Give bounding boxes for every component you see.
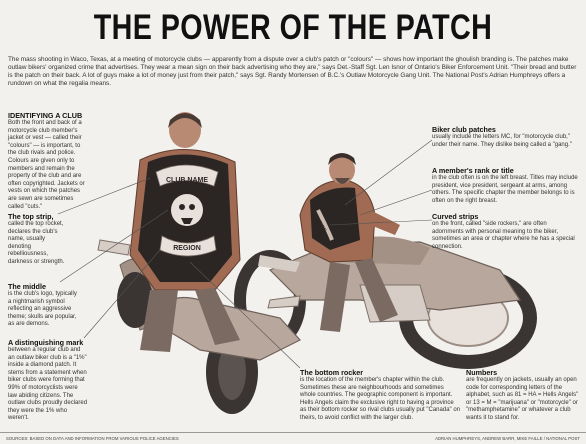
numbers-text: are frequently on jackets, usually an op… [466,377,579,421]
middle-heading: The middle [8,282,46,291]
footer: SOURCES: BASED ON DATA AND INFORMATION F… [0,432,586,444]
bottom-rocker-heading: The bottom rocker [300,368,364,377]
distinguishing-text: between a regular club and an outlaw bik… [8,347,88,422]
rank-heading: A member's rank or title [432,166,514,175]
intro-paragraph: The mass shooting in Waco, Texas, at a m… [8,56,577,88]
side-rocker-label: SIDE [316,220,327,234]
left-biker: CLUB NAME REGION [129,112,241,352]
biker-club-text: usually include the letters MC, for "mot… [432,134,572,148]
biker-club-heading: Biker club patches [432,125,496,134]
identifying-text: Both the front and back of a motorcycle … [8,120,85,210]
curved-text: on the front, called "side rockers," are… [432,221,575,250]
identifying-heading: IDENTIFYING A CLUB [8,111,83,120]
footer-sources: SOURCES: BASED ON DATA AND INFORMATION F… [6,436,179,441]
distinguishing-heading: A distinguishing mark [8,338,84,347]
bottom-rocker-text: is the location of the member's chapter … [300,377,461,421]
leader-lines [57,139,433,369]
middle-text: is the club's logo, typically a nightmar… [8,291,77,328]
page-title: THE POWER OF THE PATCH [93,8,493,47]
bottom-rocker-label: REGION [173,245,201,252]
top-strip-text: called the top rocket, declares the club… [8,221,65,265]
top-strip-heading: The top strip, [8,212,54,221]
numbers-heading: Numbers [466,368,498,377]
top-rocker-label: CLUB NAME [166,177,208,184]
footer-credits: ADRIAN HUMPHREYS, ANDREW BARR, MIKE FAIL… [435,436,580,441]
rank-text: in the club often is on the left breast.… [432,175,578,204]
curved-heading: Curved strips [432,212,479,221]
